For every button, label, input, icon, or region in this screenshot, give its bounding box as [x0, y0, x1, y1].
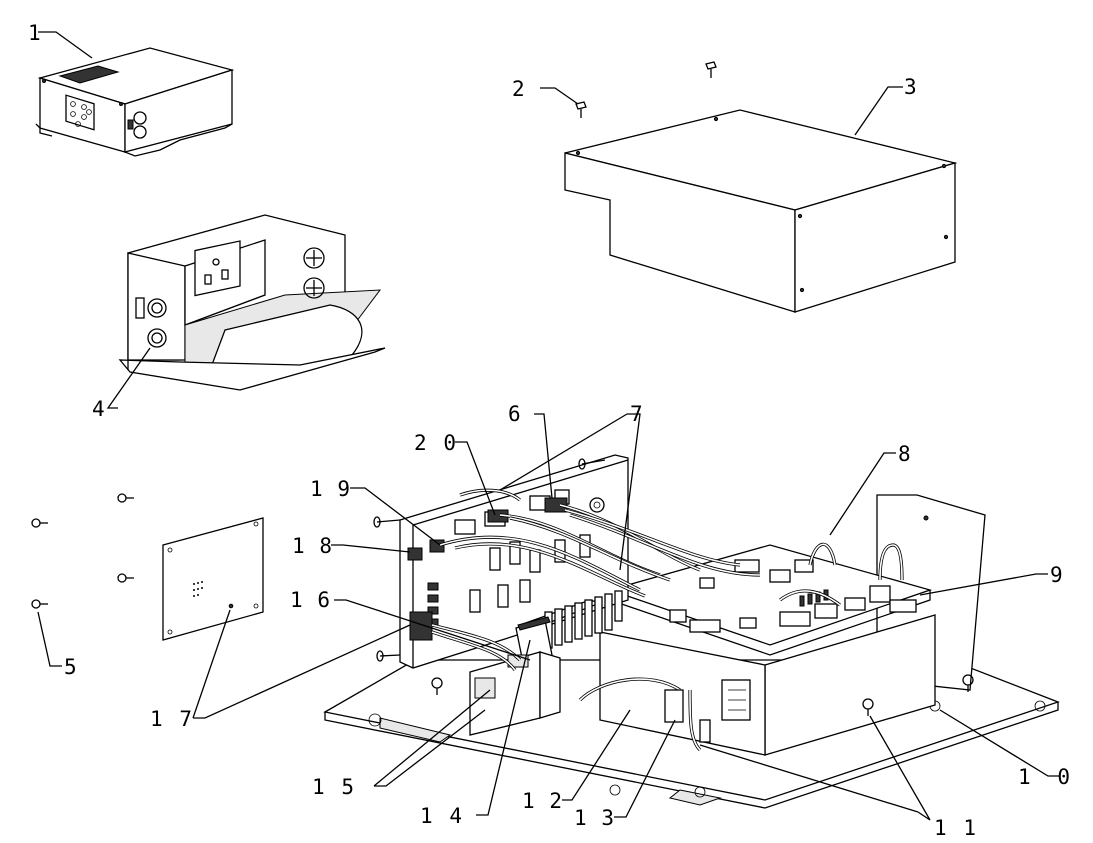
part-5-standoffs [31, 493, 134, 609]
callout-18: 18 [292, 534, 332, 558]
part-2-screws [575, 61, 717, 118]
callout-17: 17 [150, 707, 192, 731]
callout-5: 5 [64, 655, 77, 679]
callout-12: 12 [522, 789, 562, 813]
part-4-chassis [118, 214, 386, 391]
part-3-top-cover [564, 109, 958, 313]
callout-16: 16 [290, 588, 330, 612]
part-17-pcb-board [162, 517, 264, 641]
callout-14: 14 [420, 804, 462, 828]
callout-3: 3 [904, 75, 917, 99]
callout-13: 13 [574, 806, 614, 830]
callout-9: 9 [1050, 563, 1063, 587]
callout-20: 20 [414, 431, 456, 455]
part-1-assembled-unit [35, 47, 235, 157]
callout-2: 2 [512, 77, 525, 101]
callout-7: 7 [630, 402, 643, 426]
callout-1: 1 [28, 21, 41, 45]
main-assembly [323, 454, 1060, 809]
callout-19: 19 [310, 477, 350, 501]
leader-lines [37, 31, 1060, 821]
callout-6: 6 [508, 402, 521, 426]
callout-4: 4 [92, 397, 105, 421]
callout-11: 11 [934, 816, 976, 838]
callout-8: 8 [898, 442, 911, 466]
callout-10: 10 [1018, 765, 1070, 789]
callout-15: 15 [312, 775, 354, 799]
